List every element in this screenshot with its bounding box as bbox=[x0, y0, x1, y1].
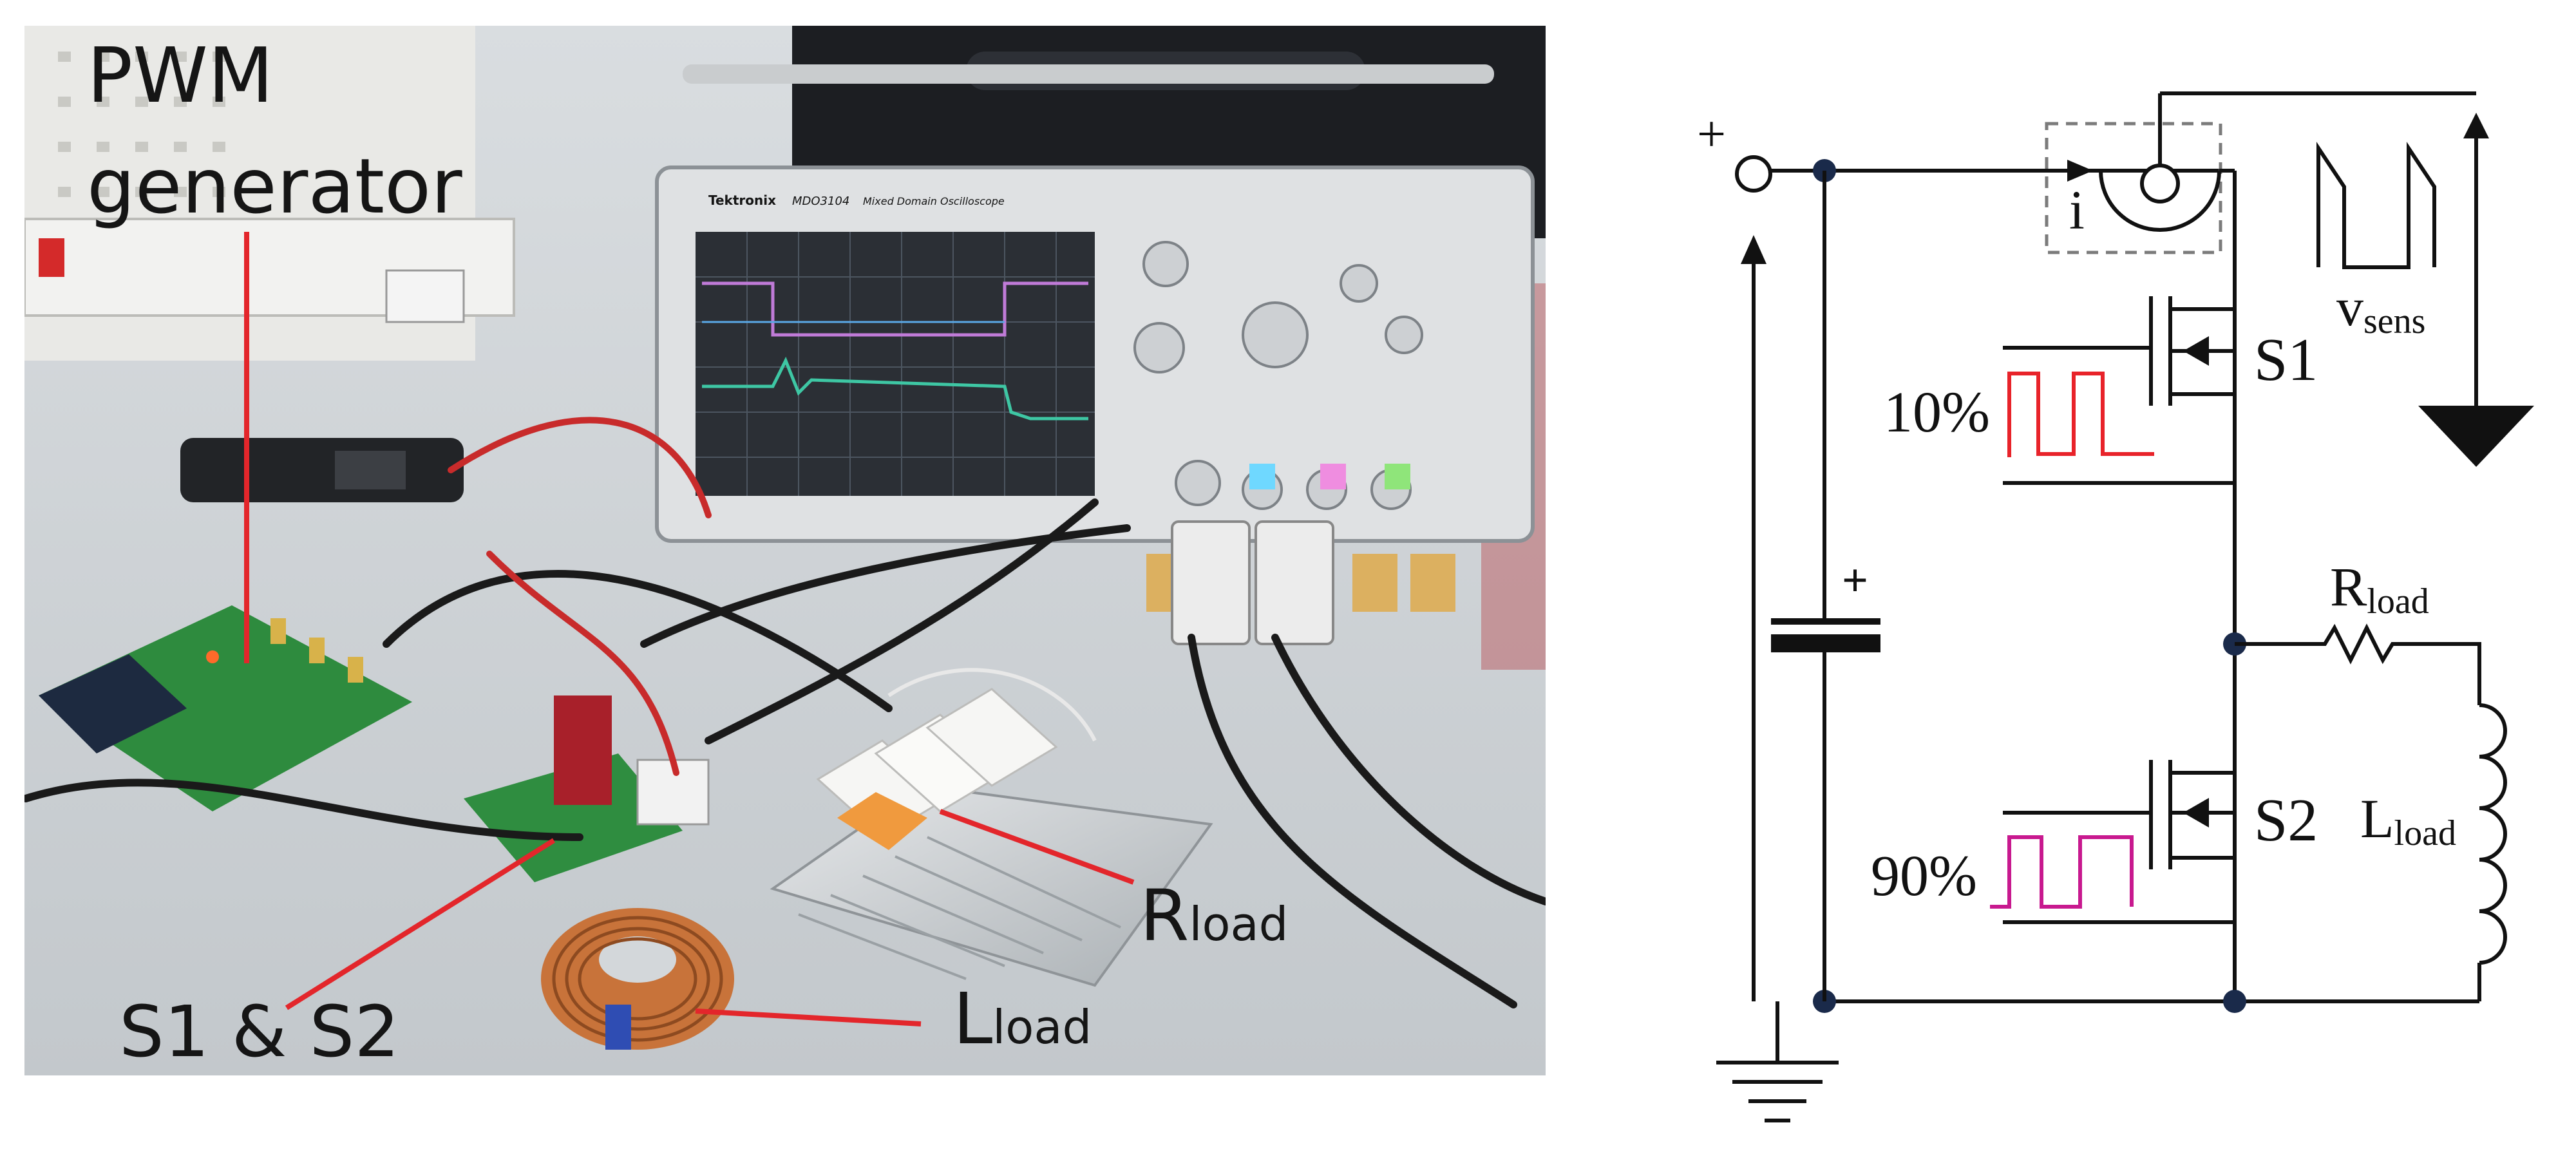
pwm-label-line1: PWM bbox=[87, 31, 274, 120]
sensor-label: i bbox=[2069, 179, 2085, 241]
sensor-ground-icon bbox=[2418, 406, 2534, 467]
scope-description-text: Mixed Domain Oscilloscope bbox=[863, 195, 1005, 207]
differential-probe bbox=[180, 438, 464, 502]
probe-box bbox=[1171, 520, 1251, 645]
sensor-core bbox=[2099, 170, 2221, 232]
scope-model-text: MDO3104 bbox=[792, 194, 849, 208]
s1-label: S1 bbox=[2254, 326, 2318, 393]
lload-pointer-line bbox=[695, 1008, 922, 1026]
s2-mosfet bbox=[2003, 760, 2237, 1001]
vsens-label: vsens bbox=[2336, 278, 2425, 341]
capacitor-plus-label: + bbox=[1842, 554, 1868, 606]
input-voltage-arrow-icon bbox=[1741, 235, 1766, 264]
s1-mosfet bbox=[2003, 296, 2237, 483]
rload-label: Rload bbox=[1140, 875, 1288, 957]
lload-inductor bbox=[2479, 703, 2507, 965]
switches-label: S1 & S2 bbox=[119, 990, 399, 1073]
scope-screen bbox=[696, 232, 1095, 496]
s2-duty-waveform bbox=[1990, 835, 2134, 909]
node-dot bbox=[2223, 990, 2246, 1013]
rload-label: Rload bbox=[2330, 556, 2429, 621]
vsens-arrow-icon bbox=[2463, 113, 2489, 138]
heatsink-with-resistors bbox=[770, 688, 1213, 987]
current-arrow-icon bbox=[2067, 160, 2093, 182]
switch-board bbox=[464, 695, 710, 882]
toroid-inductor bbox=[541, 908, 734, 1050]
input-terminal bbox=[1735, 155, 1772, 193]
plus-terminal-label: + bbox=[1697, 106, 1726, 163]
circuit-schematic: + i vsens S1 1 bbox=[1697, 91, 2534, 1122]
pwm-generator-board bbox=[39, 605, 412, 811]
rload-resistor bbox=[2235, 623, 2481, 705]
pwm-label-line2: generator bbox=[87, 142, 462, 231]
oscilloscope: Tektronix MDO3104 Mixed Domain Oscillosc… bbox=[655, 64, 1535, 612]
current-sensor-box bbox=[2045, 122, 2222, 254]
s2-label: S2 bbox=[2254, 787, 2318, 854]
lload-label: Lload bbox=[953, 978, 1092, 1060]
s2-duty-label: 90% bbox=[1871, 844, 1977, 908]
switches-pointer-line bbox=[285, 838, 556, 1010]
vsens-waveform bbox=[2316, 142, 2436, 269]
sensor-hall-element bbox=[2140, 164, 2180, 203]
rload-pointer-line bbox=[939, 809, 1135, 885]
lload-label: Lload bbox=[2360, 788, 2456, 853]
probe-box bbox=[1255, 520, 1334, 645]
capacitor-plate-bottom bbox=[1771, 634, 1880, 652]
scope-brand-text: Tektronix bbox=[708, 193, 776, 208]
s1-duty-waveform bbox=[2007, 372, 2154, 457]
s1-duty-label: 10% bbox=[1884, 381, 1990, 444]
lab-setup-photo: Tektronix MDO3104 Mixed Domain Oscillosc… bbox=[24, 26, 1546, 1075]
